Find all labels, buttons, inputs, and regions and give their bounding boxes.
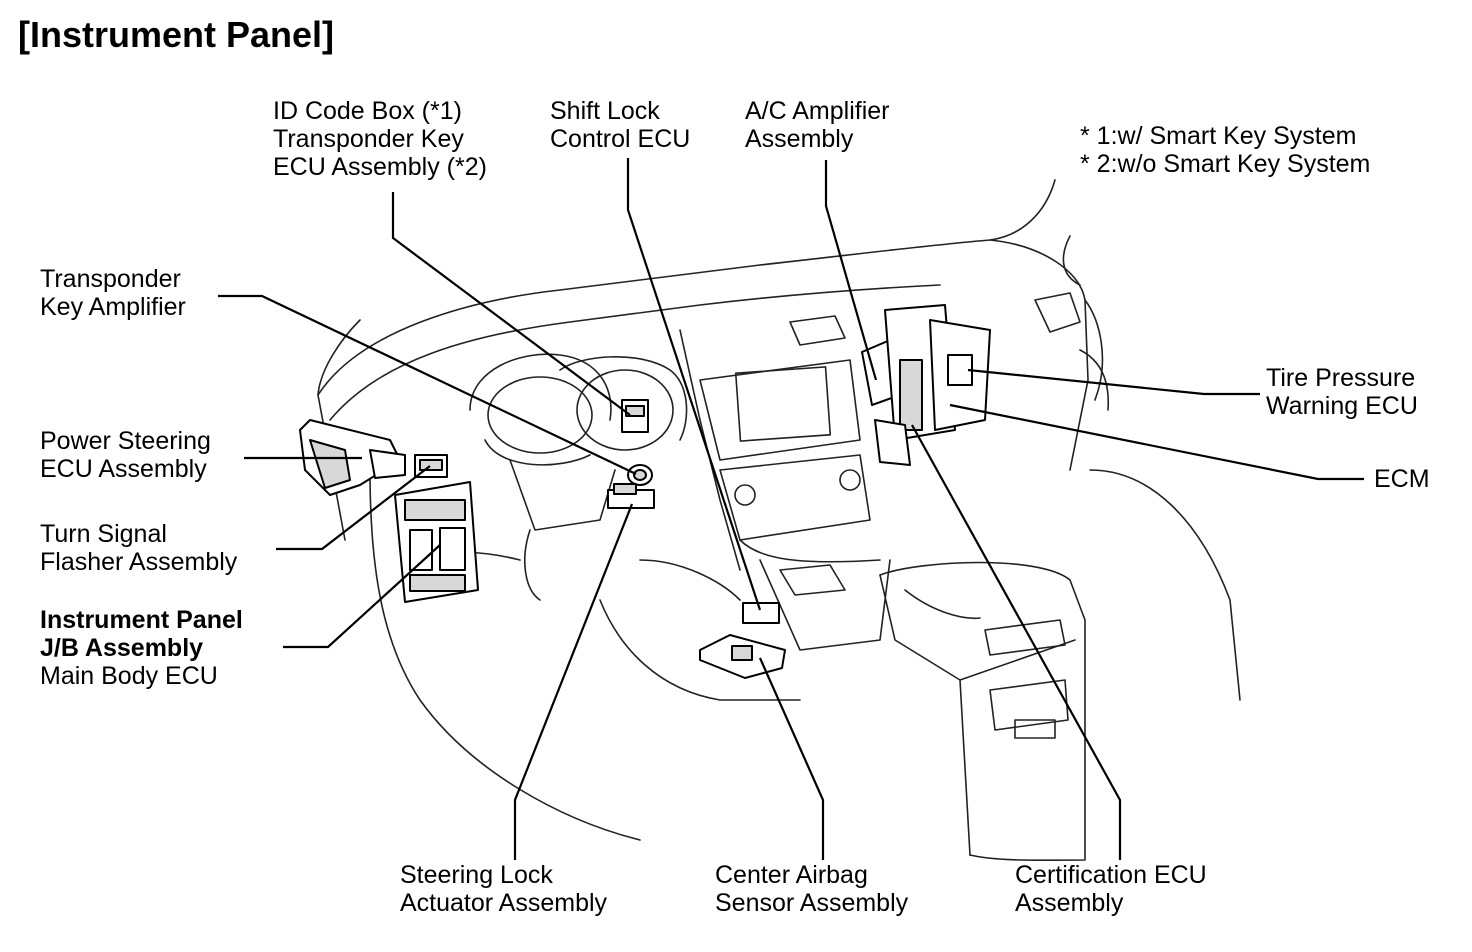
center-airbag-part: [699, 634, 786, 679]
label-power-steering: Power Steering ECU Assembly: [40, 427, 211, 483]
label-instrument-jb: Instrument Panel J/B Assembly Main Body …: [40, 606, 243, 690]
label-tire-pressure: Tire Pressure Warning ECU: [1266, 364, 1418, 420]
label-turn-signal: Turn Signal Flasher Assembly: [40, 520, 238, 576]
leader-steering-lock: [513, 503, 634, 860]
leader-transponder-amp: [218, 294, 637, 475]
ecu-cluster-part: [861, 304, 991, 466]
footnote-smart-key: * 1:w/ Smart Key System: [1080, 122, 1357, 150]
footnotes: * 1:w/ Smart Key System * 2:w/o Smart Ke…: [1080, 122, 1370, 178]
id-code-box-part: [621, 399, 649, 433]
label-transponder-amp: Transponder Key Amplifier: [40, 265, 186, 321]
leader-ecm: [949, 403, 1364, 481]
leader-instrument-jb: [283, 544, 441, 649]
page-title: [Instrument Panel]: [18, 14, 335, 55]
leader-ac-amplifier: [824, 160, 878, 381]
shift-lock-ecu-part: [742, 602, 780, 624]
leader-certification: [911, 424, 1122, 860]
footnote-no-smart-key: * 2:w/o Smart Key System: [1080, 150, 1371, 178]
label-steering-lock: Steering Lock Actuator Assembly: [400, 861, 608, 917]
label-certification: Certification ECU Assembly: [1015, 861, 1207, 917]
label-ecm: ECM: [1374, 465, 1430, 493]
leader-lines: [218, 158, 1364, 860]
instrument-panel-jb-part: [394, 481, 479, 603]
label-shift-lock: Shift Lock Control ECU: [550, 97, 691, 153]
leader-tire-pressure: [967, 368, 1260, 396]
leader-turn-signal: [276, 465, 431, 551]
leader-id-code-box: [391, 192, 631, 416]
label-id-code-box: ID Code Box (*1) Transponder Key ECU Ass…: [273, 97, 487, 181]
label-ac-amplifier: A/C Amplifier Assembly: [745, 97, 890, 153]
transponder-amplifier-part: [627, 464, 653, 486]
leader-shift-lock: [626, 158, 762, 611]
leader-center-airbag: [758, 657, 825, 860]
label-center-airbag: Center Airbag Sensor Assembly: [715, 861, 909, 917]
